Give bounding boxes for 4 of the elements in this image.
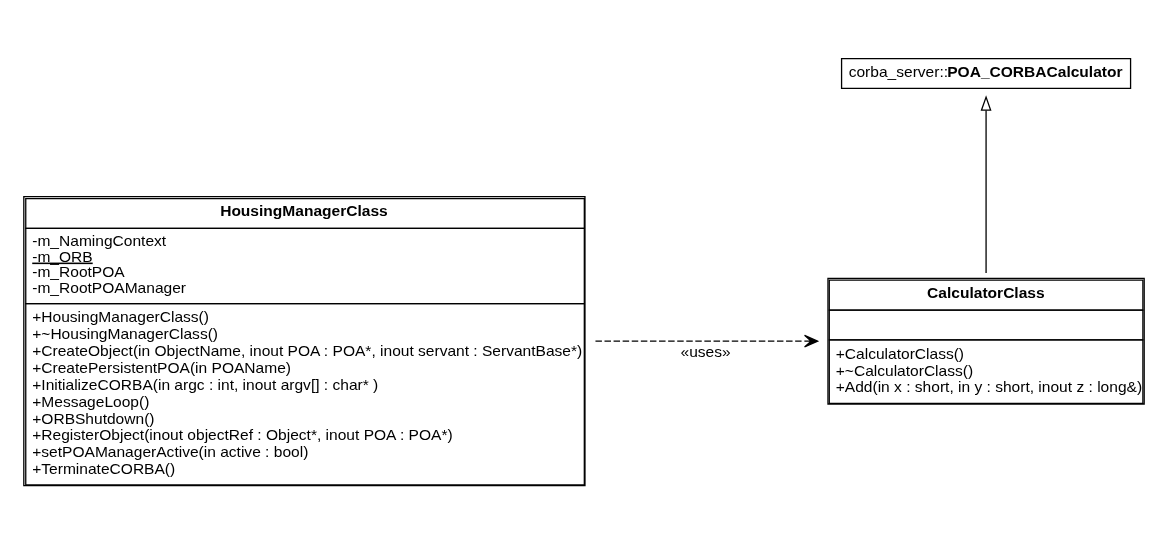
node-box: corba_server::POA_CORBACalculator <box>840 57 1132 90</box>
arrow <box>594 334 819 348</box>
arrow <box>980 95 992 274</box>
edge-label: «uses» <box>680 343 731 361</box>
